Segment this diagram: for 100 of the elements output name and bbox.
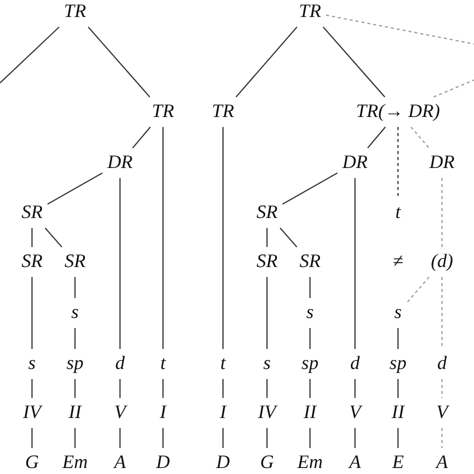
tree-node-label: Em — [296, 453, 324, 473]
dashed-tree-branch — [441, 277, 443, 349]
tree-node-label: sp — [388, 354, 408, 374]
tree-node-label: II — [390, 403, 406, 423]
tree-node-label: TR — [150, 102, 176, 122]
tree-node-label: Em — [61, 453, 89, 473]
tree-branch — [0, 26, 60, 84]
tree-branch — [31, 228, 33, 247]
tree-branch — [266, 428, 268, 448]
tree-branch — [397, 379, 399, 398]
tree-node-label: s — [393, 303, 403, 323]
tree-node-label: G — [24, 453, 40, 473]
tree-node-label: d — [349, 354, 361, 374]
tree-node-label: I — [158, 403, 168, 423]
dashed-tree-branch — [441, 379, 443, 398]
tree-node-label: DR — [428, 153, 456, 173]
tree-node-label: IV — [22, 403, 42, 423]
tree-node-label: SR — [63, 252, 87, 272]
tree-node-label: t — [219, 354, 227, 374]
tree-node-label: (d) — [430, 252, 454, 272]
tree-branch — [266, 277, 268, 349]
tree-node-label: d — [436, 354, 448, 374]
tree-node-label: IV — [257, 403, 277, 423]
tree-branch — [222, 428, 224, 448]
tree-node-label: SR — [255, 203, 279, 223]
tree-branch — [367, 126, 386, 148]
tree-node-label: D — [215, 453, 231, 473]
tree-node-label: s — [262, 354, 272, 374]
tree-branch — [322, 26, 386, 98]
tree-node-label: E — [391, 453, 405, 473]
tree-branch — [119, 178, 121, 349]
tree-branch — [397, 328, 399, 349]
tree-node-label: TR — [298, 2, 322, 22]
tree-node-label: TR — [210, 102, 236, 122]
tree-branch — [74, 379, 76, 398]
tree-branch — [236, 26, 298, 98]
tree-node-label: t — [394, 203, 402, 223]
tree-node-label: d — [114, 354, 126, 374]
tree-branch — [162, 428, 164, 448]
tree-branch — [354, 428, 356, 448]
tree-branch — [309, 379, 311, 398]
tree-node-label: V — [113, 403, 127, 423]
tree-node-label: sp — [300, 354, 320, 374]
tree-branch — [222, 127, 224, 349]
tree-branch — [354, 178, 356, 349]
tree-branch — [354, 379, 356, 398]
tree-node-label: V — [435, 403, 449, 423]
dashed-tree-branch — [433, 79, 474, 98]
dashed-tree-branch — [410, 126, 430, 148]
tree-branch — [280, 228, 298, 248]
tree-branch — [266, 228, 268, 247]
tree-branch — [47, 172, 103, 205]
dashed-tree-branch — [441, 178, 443, 247]
tree-node-label: DR — [106, 153, 134, 173]
tree-branch — [31, 379, 33, 398]
tree-node-label: SR — [255, 252, 279, 272]
tree-node-label: SR — [20, 252, 44, 272]
tree-node-label: s — [305, 303, 315, 323]
dashed-tree-branch — [397, 127, 399, 198]
tree-branch — [74, 328, 76, 349]
tree-branch — [119, 379, 121, 398]
dashed-tree-branch — [326, 14, 474, 45]
tree-branch — [132, 126, 151, 148]
tree-branch — [266, 379, 268, 398]
tree-node-label: sp — [66, 354, 84, 374]
tree-branch — [282, 172, 338, 205]
tree-node-label: DR — [341, 153, 369, 173]
tree-node-label: A — [435, 453, 449, 473]
tree-node-label: SR — [298, 252, 322, 272]
tree-node-label: II — [68, 403, 82, 423]
tree-branch — [74, 428, 76, 448]
tree-branch — [119, 428, 121, 448]
tree-node-label: II — [302, 403, 318, 423]
tree-node-label: s — [27, 354, 37, 374]
tree-node-label: TR — [62, 2, 88, 22]
tree-branch — [222, 379, 224, 398]
tree-node-label: D — [155, 453, 171, 473]
tree-node-label: A — [113, 453, 127, 473]
tree-branch — [31, 428, 33, 448]
tree-branch — [397, 428, 399, 448]
tree-node-label: ≠ — [392, 252, 404, 272]
tree-branch — [162, 379, 164, 398]
tree-branch — [309, 428, 311, 448]
tree-branch — [31, 277, 33, 349]
tree-node-label: G — [259, 453, 275, 473]
tree-node-label: s — [70, 303, 80, 323]
tree-node-label: TR(→ DR) — [355, 102, 441, 122]
tree-branch — [44, 228, 62, 248]
tree-branch — [309, 328, 311, 349]
tree-branch — [309, 277, 311, 298]
tree-node-label: I — [218, 403, 228, 423]
tree-node-label: V — [348, 403, 362, 423]
tree-node-label: t — [159, 354, 167, 374]
tree-node-label: A — [348, 453, 362, 473]
tree-node-label: SR — [20, 203, 44, 223]
tree-branch — [88, 26, 150, 98]
dashed-tree-branch — [441, 428, 443, 448]
tree-branch — [162, 127, 164, 349]
dashed-tree-branch — [406, 276, 430, 304]
tree-branch — [74, 277, 76, 298]
